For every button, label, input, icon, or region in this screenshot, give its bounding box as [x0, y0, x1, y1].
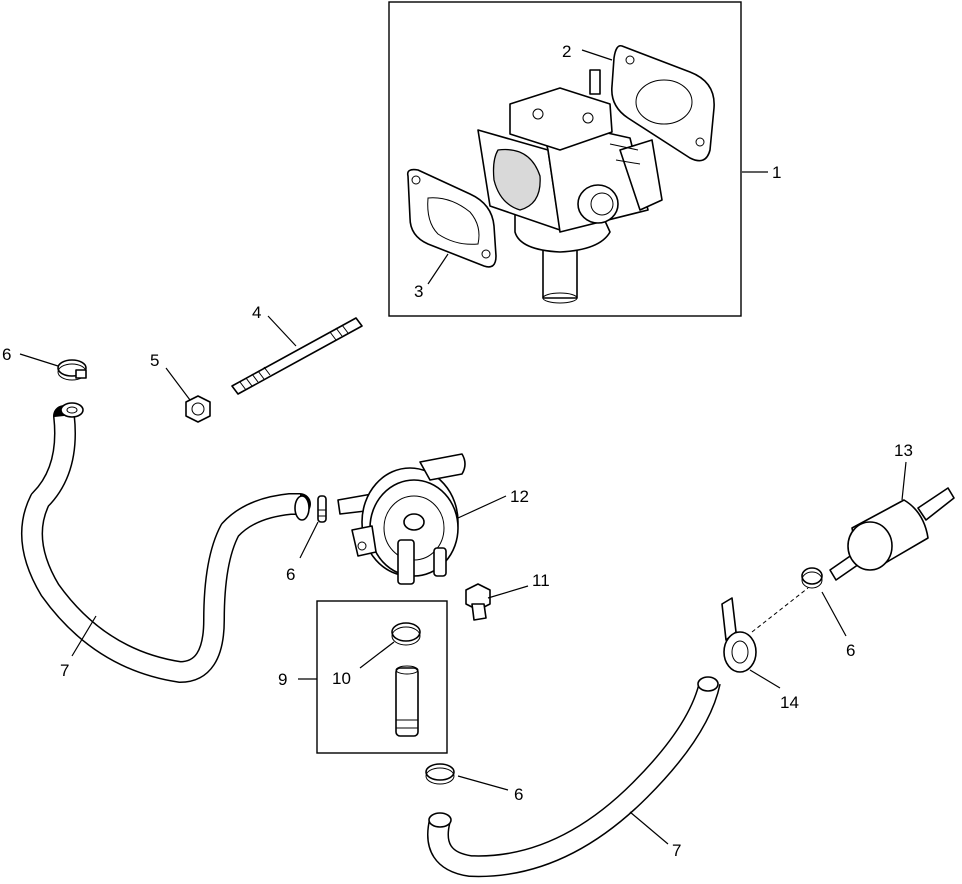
hose-clip — [721, 597, 757, 673]
hose-clamp-near-pump — [317, 495, 327, 523]
callout-12: 12 — [510, 487, 529, 506]
routing-line — [751, 587, 809, 633]
hose-clamp-right — [801, 567, 823, 589]
fuel-pump — [337, 453, 466, 585]
carburetor-assembly-box — [388, 1, 742, 317]
hose-clamp-top-left — [57, 359, 87, 381]
fitting-kit-box — [316, 600, 448, 754]
callout-1: 1 — [772, 163, 781, 182]
leader-lines — [19, 49, 907, 845]
callout-6-top-left: 6 — [2, 345, 11, 364]
kit-fitting — [395, 665, 419, 737]
callout-3: 3 — [414, 282, 423, 301]
screw — [465, 583, 491, 621]
fuel-hose-left — [21, 402, 311, 683]
carburetor-top-gasket — [611, 44, 715, 162]
callout-14: 14 — [780, 693, 799, 712]
callout-6-near-pump: 6 — [286, 565, 295, 584]
carburetor — [477, 69, 663, 304]
fuel-hose-bottom — [427, 676, 721, 878]
callout-7-left: 7 — [60, 661, 69, 680]
carburetor-bottom-gasket — [406, 168, 497, 268]
callout-6-bottom: 6 — [514, 785, 523, 804]
hose-clamp-bottom — [425, 763, 455, 785]
kit-clamp — [391, 622, 421, 646]
callout-11: 11 — [532, 571, 550, 590]
callout-5: 5 — [150, 351, 159, 370]
callout-10: 10 — [332, 669, 351, 688]
fuel-filter — [829, 487, 955, 581]
callout-2: 2 — [562, 42, 571, 61]
callout-9: 9 — [278, 670, 287, 689]
nut — [185, 395, 211, 423]
callout-4: 4 — [252, 303, 261, 322]
callout-13: 13 — [894, 441, 913, 460]
stud — [231, 317, 363, 395]
callout-6-right: 6 — [846, 641, 855, 660]
callout-7-bottom: 7 — [672, 841, 681, 860]
